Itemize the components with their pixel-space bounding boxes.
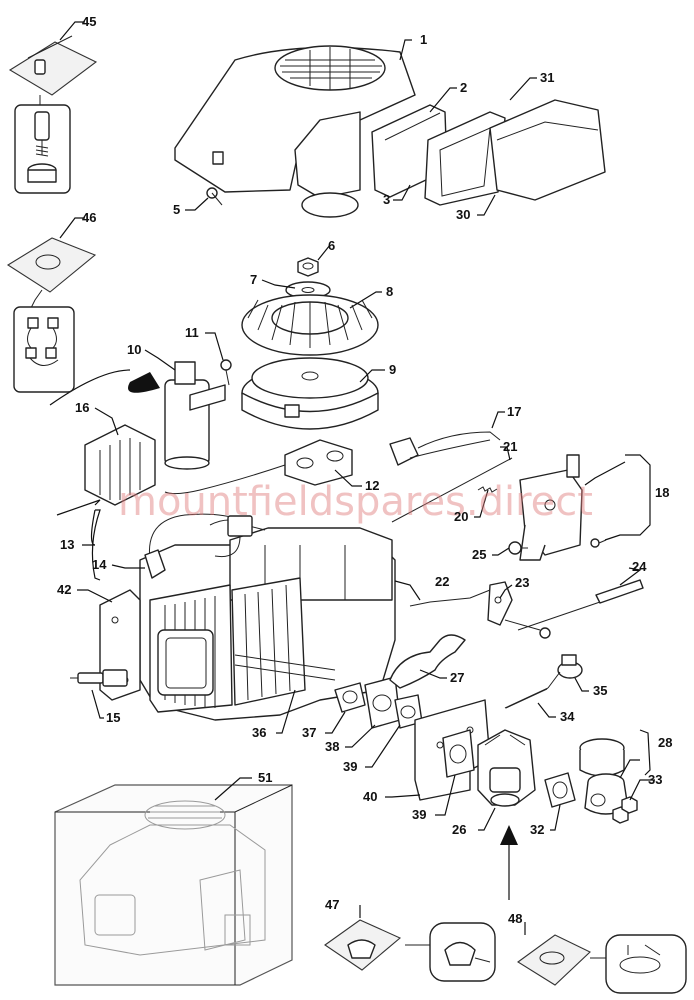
callout-6: 6 <box>328 238 335 253</box>
screw-18 <box>590 538 607 548</box>
cooling-fan <box>241 294 379 356</box>
bolt-11 <box>220 359 232 386</box>
kit-bag-45 <box>8 35 98 194</box>
arrow-up <box>500 825 518 900</box>
callout-38: 38 <box>325 739 339 754</box>
callout-18: 18 <box>655 485 669 500</box>
regulator <box>84 424 156 506</box>
flywheel <box>241 357 379 430</box>
bolt-23 <box>539 627 551 639</box>
callout-7: 7 <box>250 272 257 287</box>
callout-9: 9 <box>389 362 396 377</box>
governor-spring <box>517 579 644 631</box>
callout-40: 40 <box>363 789 377 804</box>
ignition-coil <box>164 361 226 470</box>
callout-42: 42 <box>57 582 71 597</box>
callout-27: 27 <box>450 670 464 685</box>
curved-arrow <box>128 372 160 393</box>
callout-17: 17 <box>507 404 521 419</box>
kit-bag-48 <box>517 934 687 994</box>
connector-13 <box>214 515 253 558</box>
fuel-valve <box>547 654 583 689</box>
callout-25: 25 <box>472 547 486 562</box>
flywheel-nut <box>297 257 319 277</box>
callout-24: 24 <box>632 559 647 574</box>
callout-10: 10 <box>127 342 141 357</box>
screw-5 <box>206 187 223 206</box>
callout-32: 32 <box>530 822 544 837</box>
callout-12: 12 <box>365 478 379 493</box>
callout-20: 20 <box>454 509 468 524</box>
air-filter-cover <box>489 99 606 201</box>
callout-1: 1 <box>420 32 427 47</box>
bolt-25 <box>508 541 528 555</box>
callout-39a: 39 <box>343 759 357 774</box>
alternator <box>164 439 353 495</box>
leader-lines <box>56 21 655 935</box>
callout-23: 23 <box>515 575 529 590</box>
carburettor <box>477 729 536 807</box>
callout-47: 47 <box>325 897 339 912</box>
callout-33: 33 <box>648 772 662 787</box>
callout-46: 46 <box>82 210 96 225</box>
intake-spacer <box>364 676 401 729</box>
throttle-rod <box>391 457 513 523</box>
callout-45: 45 <box>82 14 96 29</box>
callout-31: 31 <box>540 70 554 85</box>
control-bracket <box>519 454 583 561</box>
watermark: mountfieldspares.direct <box>118 479 593 525</box>
blower-housing <box>174 45 416 218</box>
callout-51: 51 <box>258 770 272 785</box>
spark-plug-boot <box>144 513 241 579</box>
callout-2: 2 <box>460 80 467 95</box>
nut-33 <box>612 796 638 824</box>
stop-switch <box>389 431 501 466</box>
callout-35: 35 <box>593 683 607 698</box>
callout-48: 48 <box>508 911 522 926</box>
callout-26: 26 <box>452 822 466 837</box>
callout-39b: 39 <box>412 807 426 822</box>
air-filter-element <box>424 111 506 206</box>
callout-15: 15 <box>106 710 120 725</box>
callout-8: 8 <box>386 284 393 299</box>
gasket-37 <box>334 682 366 713</box>
callout-30: 30 <box>456 207 470 222</box>
gasket-32 <box>544 772 576 808</box>
callout-36: 36 <box>252 725 266 740</box>
intake-adapter <box>579 738 629 815</box>
callout-5: 5 <box>173 202 180 217</box>
governor-link <box>409 589 491 607</box>
complete-engine-box <box>54 784 293 986</box>
callout-34: 34 <box>560 709 575 724</box>
callout-16: 16 <box>75 400 89 415</box>
callout-3: 3 <box>383 192 390 207</box>
callout-21: 21 <box>503 439 517 454</box>
callout-28: 28 <box>658 735 672 750</box>
callout-37: 37 <box>302 725 316 740</box>
callout-14: 14 <box>92 557 107 572</box>
gasket-39b <box>442 729 475 778</box>
callout-labels: 1 2 31 3 30 5 6 7 8 9 10 11 12 13 14 15 … <box>57 14 672 926</box>
kit-bag-46 <box>6 237 97 393</box>
callout-11: 11 <box>185 325 199 340</box>
callout-13: 13 <box>60 537 74 552</box>
spark-plug <box>70 669 128 687</box>
breather-tube <box>389 634 466 689</box>
callout-22: 22 <box>435 574 449 589</box>
engine-block <box>139 527 396 721</box>
governor-lever <box>487 581 541 631</box>
kit-bag-47 <box>324 919 496 982</box>
